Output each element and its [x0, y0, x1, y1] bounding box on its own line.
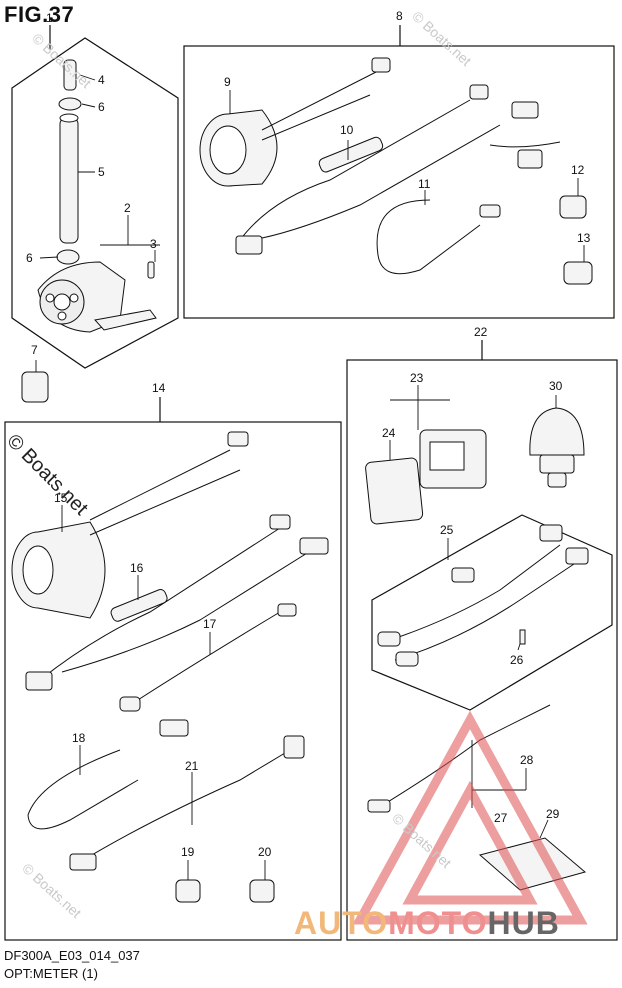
callout-20: 20	[258, 845, 272, 859]
callout-18: 18	[72, 731, 86, 745]
callout-5: 5	[98, 165, 105, 179]
part-25-harness	[389, 544, 561, 641]
part-6-clamp	[58, 97, 82, 111]
group-8-parts	[199, 57, 593, 285]
callout-2: 2	[124, 201, 131, 215]
callout-30: 30	[549, 379, 563, 393]
part-6-clamp-lower	[56, 249, 80, 265]
brand-part-moto: MOTO	[388, 905, 488, 941]
part-3-screw	[147, 261, 155, 279]
callout-28: 28	[520, 753, 534, 767]
group-8-outline	[183, 45, 615, 319]
callout-27: 27	[494, 811, 508, 825]
group-25-outline	[371, 514, 613, 711]
part-18-cable	[27, 749, 139, 830]
callout-25: 25	[440, 523, 454, 537]
part-12-cap	[559, 195, 587, 219]
part-4-screw	[63, 59, 77, 91]
callout-7: 7	[31, 343, 38, 357]
callout-16: 16	[130, 561, 144, 575]
part-26-screw	[519, 629, 526, 645]
callout-19: 19	[181, 845, 195, 859]
part-19-cap	[175, 879, 201, 903]
part-16-plug	[25, 671, 53, 691]
callout-22: 22	[474, 325, 488, 339]
callout-15: 15	[54, 491, 68, 505]
brand-part-hub: HUB	[487, 905, 560, 941]
diagram-caption: OPT:METER (1)	[4, 966, 98, 981]
part-17-cable	[129, 611, 281, 706]
callout-17: 17	[203, 617, 217, 631]
part-20-cap	[249, 879, 275, 903]
callout-12: 12	[571, 163, 585, 177]
callout-6-lower: 6	[26, 251, 33, 265]
group-14-parts	[11, 431, 329, 903]
part-16-harness	[39, 527, 281, 681]
callout-1: 1	[46, 11, 53, 25]
part-24-cover	[365, 457, 424, 525]
callout-11: 11	[418, 177, 431, 191]
triangle-watermark	[352, 710, 588, 925]
part-13-cap	[563, 261, 593, 285]
figure-title: FIG.37	[4, 2, 75, 27]
diagram-code: DF300A_E03_014_037	[4, 948, 140, 963]
group-14-outline	[4, 421, 342, 941]
brand-logo: AUTOMOTOHUB	[294, 905, 560, 942]
part-10-plug	[235, 235, 263, 255]
callout-23: 23	[410, 371, 424, 385]
part-30-sensor	[529, 407, 585, 456]
part-5-pipe	[59, 117, 79, 244]
part-11-cable	[376, 199, 481, 275]
part-21-cable	[79, 749, 291, 863]
callout-10: 10	[340, 123, 354, 137]
part-10-harness	[239, 99, 471, 241]
callout-14: 14	[152, 381, 166, 395]
callout-24: 24	[382, 426, 396, 440]
callout-29: 29	[546, 807, 560, 821]
callout-26: 26	[510, 653, 524, 667]
callout-8: 8	[396, 9, 403, 23]
callouts: 1 2 3 4 5 6 6 7 8 9 10 11 12 13 14 15 16…	[26, 9, 591, 859]
callout-9: 9	[224, 75, 231, 89]
callout-3: 3	[150, 237, 157, 251]
part-7-fitting	[21, 371, 49, 403]
brand-part-auto: AUTO	[294, 905, 389, 941]
callout-13: 13	[577, 231, 591, 245]
group-1-outline	[11, 37, 179, 369]
callout-21: 21	[185, 759, 199, 773]
callout-6: 6	[98, 100, 105, 114]
callout-4: 4	[98, 73, 105, 87]
group-1-parts	[21, 59, 157, 403]
